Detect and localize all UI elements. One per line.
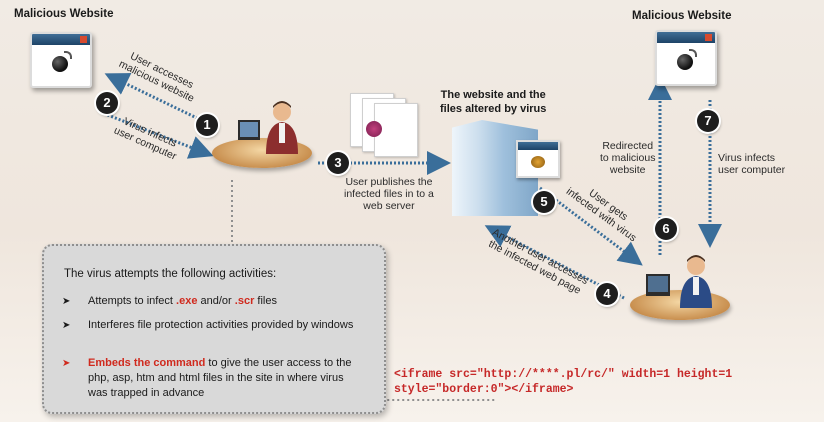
badge-step-6: 6 <box>655 218 677 240</box>
badge-step-3: 3 <box>327 152 349 174</box>
bullet-arrow-icon: ➤ <box>62 296 71 307</box>
arrow-step-1 <box>104 73 206 124</box>
right-malicious-window <box>655 30 717 86</box>
activities-heading: The virus attempts the following activit… <box>64 268 277 280</box>
bullet-arrow-icon: ➤ <box>62 320 71 331</box>
close-icon <box>705 34 712 41</box>
infected-files <box>350 93 422 157</box>
iframe-code-snippet: <iframe src="http://****.pl/rc/" width=1… <box>394 368 733 396</box>
server-label: The website and the files altered by vir… <box>440 89 547 115</box>
arrow-step-2 <box>99 110 214 159</box>
badge-step-2: 2 <box>96 92 118 114</box>
virus-activities-box: The virus attempts the following activit… <box>42 244 386 414</box>
right-user-figure <box>646 255 712 308</box>
arrow-step-5 <box>539 186 643 266</box>
badge-step-4: 4 <box>596 283 618 305</box>
badge-step-1: 1 <box>196 114 218 136</box>
left-site-title: Malicious Website <box>14 8 114 20</box>
label-step-7: Virus infects user computer <box>718 152 786 176</box>
label-step-3: User publishes the infected files in to … <box>344 176 434 212</box>
label-step-6: Redirected to malicious website <box>600 140 656 176</box>
badge-step-7: 7 <box>697 110 719 132</box>
activity-item-1: ➤ Attempts to infect .exe and/or .scr fi… <box>62 295 277 307</box>
bug-icon <box>531 156 545 168</box>
badge-step-5: 5 <box>533 191 555 213</box>
virus-icon <box>366 121 382 137</box>
close-icon <box>80 36 87 43</box>
left-user-figure <box>238 101 298 154</box>
activity-item-2: ➤ Interferes file protection activities … <box>62 319 354 331</box>
altered-site-window <box>516 140 560 178</box>
activity-item-3: ➤ Embeds the command to give the user ac… <box>62 357 352 399</box>
bomb-icon <box>52 51 72 72</box>
left-malicious-window <box>30 32 92 88</box>
bullet-arrow-icon: ➤ <box>62 358 71 369</box>
right-site-title: Malicious Website <box>632 10 732 22</box>
bomb-icon <box>677 49 697 70</box>
